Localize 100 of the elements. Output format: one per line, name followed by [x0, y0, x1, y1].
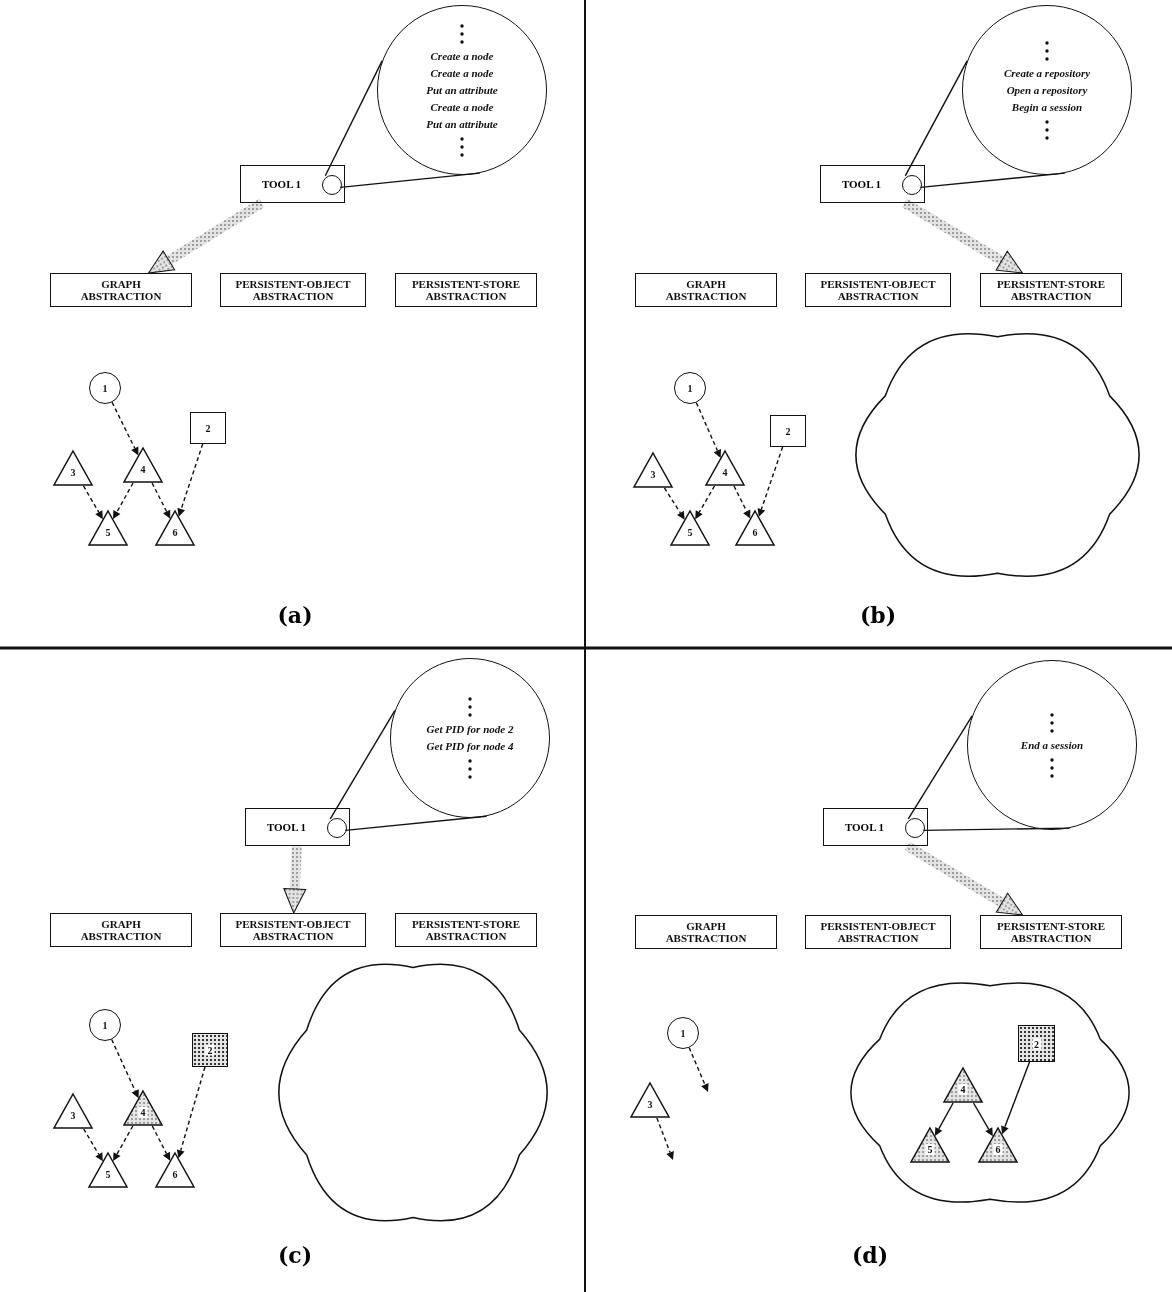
dashed-arrow — [151, 1125, 171, 1161]
arrow — [1001, 1061, 1031, 1135]
node-number: 4 — [140, 464, 146, 475]
tool-label: TOOL 1 — [841, 178, 882, 190]
box-label: PERSISTENT-OBJECT ABSTRACTION — [234, 918, 352, 942]
callout-text: Put an attribute — [426, 82, 498, 98]
callout-text: Get PID for node 2 — [426, 722, 514, 737]
node-number: 6 — [172, 1169, 178, 1180]
box-label: GRAPH ABSTRACTION — [664, 920, 748, 944]
callout-text: Create a node — [430, 48, 494, 64]
callout-text: Put an attribute — [426, 116, 498, 132]
callout-text: Create a repository — [1003, 65, 1091, 81]
node-number: 4 — [722, 467, 728, 478]
node-number: 1 — [102, 382, 108, 394]
thick-arrow — [904, 841, 1024, 916]
abstraction-box — [805, 915, 951, 949]
node-number: 2 — [205, 422, 211, 434]
box-label: PERSISTENT-STORE ABSTRACTION — [410, 918, 522, 942]
node-number: 3 — [70, 1110, 76, 1121]
dashed-arrow — [83, 1128, 103, 1162]
box-label: GRAPH ABSTRACTION — [664, 278, 748, 302]
abstraction-box — [220, 913, 366, 947]
thick-arrow — [283, 845, 307, 914]
square-node — [190, 412, 226, 444]
panel-label: (a) — [277, 602, 313, 628]
square-node — [192, 1033, 228, 1067]
dashed-arrow — [695, 402, 722, 458]
abstraction-box — [635, 915, 777, 949]
node-number: 5 — [105, 1169, 111, 1180]
dashed-arrow — [688, 1047, 709, 1092]
box-label: PERSISTENT-OBJECT ABSTRACTION — [819, 278, 937, 302]
panel-label: (b) — [859, 602, 897, 628]
node-number: 6 — [172, 527, 178, 538]
dashed-arrow — [151, 482, 171, 519]
callout-text: Begin a session — [1011, 99, 1083, 115]
tool-label: TOOL 1 — [266, 821, 307, 833]
panel-label: (c) — [277, 1242, 313, 1268]
arrow — [934, 1102, 954, 1136]
callout-text: End a session — [1020, 737, 1084, 753]
dashed-arrow — [113, 482, 134, 519]
tool-label: TOOL 1 — [261, 178, 302, 190]
callout-text: Open a repository — [1006, 82, 1088, 98]
dashed-arrow — [757, 446, 784, 517]
tool-label: TOOL 1 — [844, 821, 885, 833]
dashed-arrow — [176, 1066, 206, 1159]
dashed-arrow — [82, 485, 103, 520]
abstraction-box — [805, 273, 951, 307]
box-label: GRAPH ABSTRACTION — [79, 918, 163, 942]
panel-label: (d) — [851, 1242, 889, 1268]
abstraction-box — [50, 913, 192, 947]
square-node — [770, 415, 806, 447]
node-number: 5 — [687, 527, 693, 538]
box-label: PERSISTENT-OBJECT ABSTRACTION — [819, 920, 937, 944]
node-number: 6 — [993, 1144, 1003, 1155]
node-number: 4 — [958, 1084, 968, 1095]
node-number: 2 — [205, 1044, 215, 1056]
node-number: 2 — [1032, 1038, 1041, 1049]
dashed-arrow — [111, 1038, 139, 1099]
abstraction-box — [50, 273, 192, 307]
zoom-line — [907, 715, 973, 820]
node-number: 1 — [687, 382, 693, 394]
callout-text: Get PID for node 4 — [426, 739, 514, 754]
dashed-arrow — [733, 485, 751, 519]
box-label: GRAPH ABSTRACTION — [79, 278, 163, 302]
abstraction-box — [220, 273, 366, 307]
square-node — [1018, 1025, 1055, 1062]
dashed-arrow — [113, 1125, 134, 1162]
callout-text: Create a node — [430, 65, 494, 81]
node-number: 3 — [647, 1099, 653, 1110]
node-number: 1 — [680, 1027, 686, 1039]
node-number: 1 — [102, 1019, 108, 1031]
callout-text: Create a node — [430, 99, 494, 115]
node-number: 2 — [785, 425, 791, 437]
box-label: PERSISTENT-STORE ABSTRACTION — [995, 920, 1107, 944]
zoom-line — [324, 60, 383, 177]
tool-box — [823, 808, 928, 846]
node-number: 3 — [650, 469, 656, 480]
thick-arrow — [148, 198, 265, 274]
dashed-arrow — [695, 485, 716, 520]
dashed-arrow — [656, 1117, 674, 1160]
node-number: 3 — [70, 467, 76, 478]
abstraction-box — [395, 273, 537, 307]
dashed-arrow — [663, 487, 685, 520]
node-number: 5 — [105, 527, 111, 538]
zoom-line — [329, 709, 396, 820]
abstraction-box — [980, 915, 1122, 949]
node-number: 4 — [138, 1107, 148, 1118]
tool-box — [245, 808, 350, 846]
tool-box — [820, 165, 925, 203]
zoom-line — [904, 60, 968, 177]
box-label: PERSISTENT-OBJECT ABSTRACTION — [234, 278, 352, 302]
tool-box — [240, 165, 345, 203]
abstraction-box — [980, 273, 1122, 307]
abstraction-box — [395, 913, 537, 947]
box-label: PERSISTENT-STORE ABSTRACTION — [995, 278, 1107, 302]
abstraction-box — [635, 273, 777, 307]
dashed-arrow — [177, 443, 204, 517]
dashed-arrow — [111, 401, 139, 456]
node-number: 5 — [925, 1144, 935, 1155]
thick-arrow — [901, 198, 1023, 274]
